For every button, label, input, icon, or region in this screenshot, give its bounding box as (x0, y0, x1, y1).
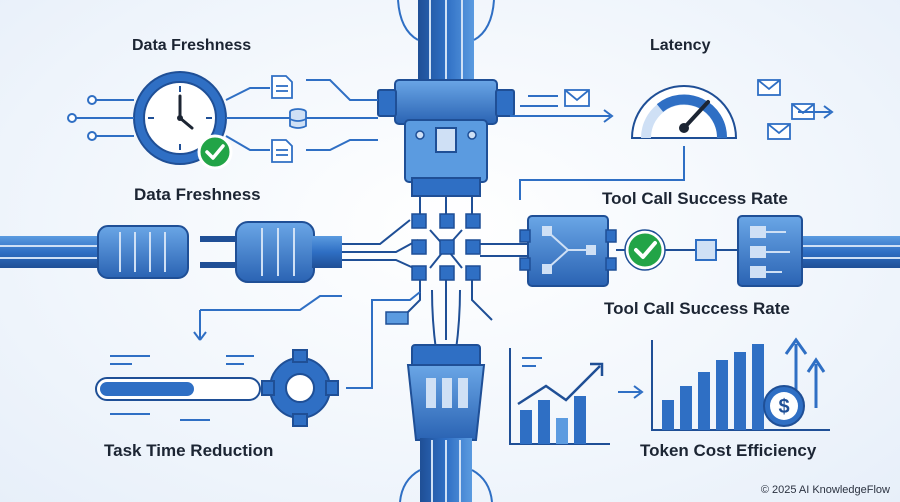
socket-plug-icon (97, 225, 189, 279)
progress-bar (95, 377, 261, 401)
freshness-checkmark-icon (197, 134, 233, 170)
label-data-freshness-mid: Data Freshness (134, 185, 261, 204)
left-horizontal-cable (0, 236, 100, 268)
label-tool-call-bottom: Tool Call Success Rate (604, 299, 790, 318)
top-vertical-cable (397, 0, 495, 92)
label-task-time: Task Time Reduction (104, 441, 274, 460)
top-connector-icon (377, 79, 515, 197)
document-icon (271, 75, 293, 163)
label-tool-call-top: Tool Call Success Rate (602, 189, 788, 208)
database-icon (289, 108, 307, 129)
dollar-coin-icon: $ (763, 385, 805, 427)
copyright-notice: © 2025 AI KnowledgeFlow (760, 484, 890, 496)
output-block-icon (737, 215, 803, 287)
task-circuit-lines (110, 291, 421, 421)
bar-chart-icon (651, 337, 830, 431)
speedometer-icon (519, 85, 738, 200)
progress-bar-fill (100, 382, 194, 396)
line-chart-icon (509, 348, 644, 445)
label-token-cost: Token Cost Efficiency (640, 441, 817, 460)
tool-call-checkmark-icon (616, 229, 738, 271)
freshness-circuit-dots (67, 95, 97, 141)
male-plug-icon (200, 221, 342, 283)
label-latency: Latency (650, 37, 711, 54)
freshness-circuit-lines (76, 79, 378, 151)
svg-text:$: $ (778, 396, 789, 418)
bottom-connector-icon (399, 344, 493, 502)
right-horizontal-cable (800, 236, 900, 268)
label-data-freshness-top: Data Freshness (132, 37, 252, 54)
circuit-nodes (385, 213, 481, 325)
latency-arrows (510, 95, 834, 123)
gear-icon (261, 349, 339, 427)
process-block-icon (519, 215, 617, 287)
circuit-hub (342, 196, 530, 351)
